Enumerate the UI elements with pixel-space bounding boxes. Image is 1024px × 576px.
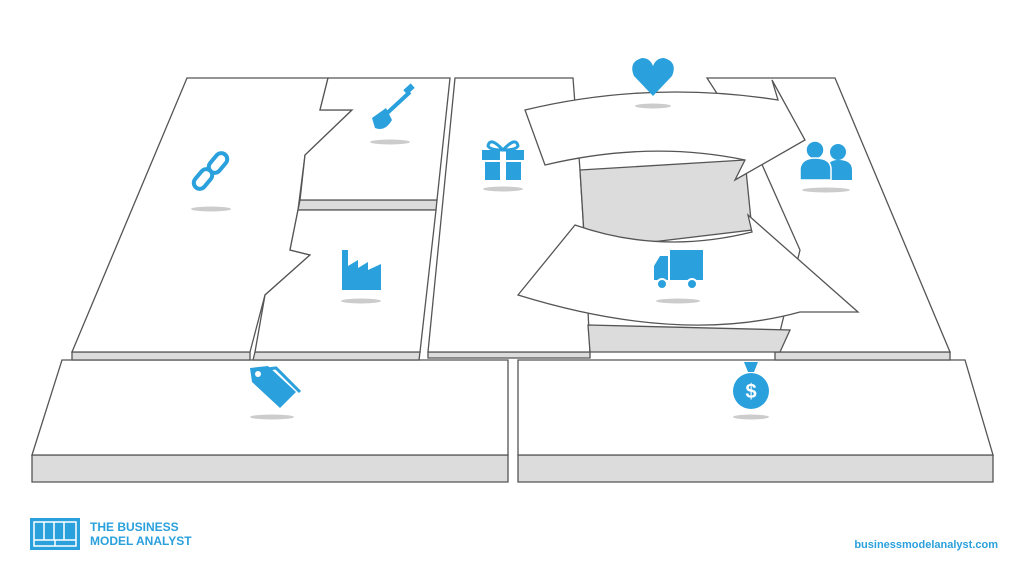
website-link[interactable]: businessmodelanalyst.com xyxy=(854,539,998,551)
brand-line-2: MODEL ANALYST xyxy=(90,534,192,548)
logo-mark-icon xyxy=(30,518,80,550)
price-tag-icon xyxy=(250,366,302,420)
gift-icon xyxy=(482,140,524,192)
customer-relationships-arrow[interactable] xyxy=(524,79,806,182)
cost-structure-block[interactable] xyxy=(31,359,509,483)
brand-line-1: THE BUSINESS xyxy=(90,520,179,534)
heart-icon xyxy=(632,58,674,109)
users-icon xyxy=(799,140,852,193)
svg-text:$: $ xyxy=(745,381,756,403)
money-bag-icon: $ xyxy=(733,362,769,420)
link-icon xyxy=(191,151,231,212)
channels-base xyxy=(587,324,791,353)
truck-icon xyxy=(654,250,703,304)
brand-logo: THE BUSINESS MODEL ANALYST xyxy=(30,518,192,550)
shovel-icon xyxy=(370,83,415,145)
factory-icon xyxy=(341,250,381,304)
